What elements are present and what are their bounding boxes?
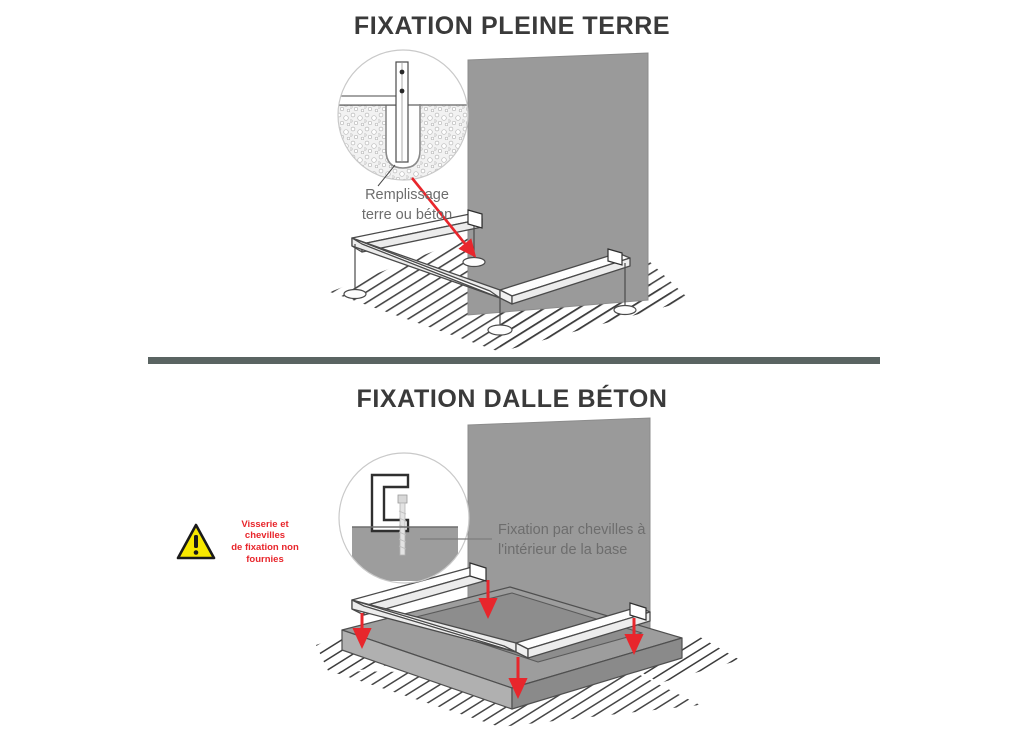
callout-chevilles: Fixation par chevilles à l'intérieur de … [498, 522, 646, 558]
section-divider [148, 357, 880, 364]
detail-circle-dalle-beton [338, 452, 470, 584]
slab-top-block [407, 592, 643, 663]
section-pleine-terre: FIXATION PLEINE TERRE [0, 0, 1024, 355]
fixation-arrows [352, 580, 644, 699]
leader-line-remplissage [377, 164, 396, 187]
callout-remplissage: Remplissage terre ou béton [361, 187, 453, 223]
section-title-dalle-beton: FIXATION DALLE BÉTON [356, 385, 668, 413]
warning-text: Visserie et chevilles de fixation non fo… [231, 518, 299, 565]
red-arrow-remplissage [410, 177, 477, 258]
bracket-details-bottom [469, 562, 647, 621]
warning-badge: Visserie et chevilles de fixation non fo… [176, 518, 310, 566]
detail-circle-pleine-terre [337, 49, 469, 181]
base-frame-bottom [351, 566, 651, 659]
illustration-dalle-beton [316, 417, 740, 727]
section-title-pleine-terre: FIXATION PLEINE TERRE [353, 12, 671, 40]
posts-top [343, 226, 637, 336]
warning-triangle-icon [176, 523, 216, 560]
section-dalle-beton: FIXATION DALLE BÉTON [0, 375, 1024, 731]
bracket-details-top [467, 209, 623, 266]
illustration-pleine-terre [330, 49, 690, 352]
